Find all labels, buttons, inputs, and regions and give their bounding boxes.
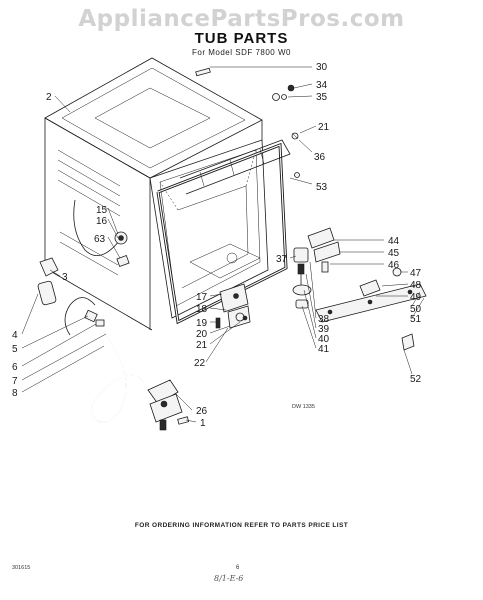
hose-assembly	[37, 280, 147, 423]
callout-50: 50	[410, 304, 422, 315]
callout-38: 38	[318, 314, 330, 325]
watermark-text: AppliancePartsPros.com	[78, 6, 405, 32]
lower-clamp-assembly	[147, 379, 190, 431]
callout-36: 36	[314, 152, 326, 163]
callout-21-top: 21	[318, 122, 330, 133]
right-brackets	[307, 227, 341, 273]
callout-21-bottom: 21	[196, 340, 208, 351]
door-gasket	[156, 142, 288, 325]
callout-20: 20	[196, 329, 208, 340]
model-subtitle: For Model SDF 7800 W0	[192, 48, 291, 57]
callout-8: 8	[12, 388, 18, 399]
callout-46: 46	[388, 260, 400, 271]
callout-48: 48	[410, 280, 422, 291]
callout-45: 45	[388, 248, 400, 259]
callout-39: 39	[318, 324, 330, 335]
callout-52: 52	[410, 374, 422, 385]
page-number: 6	[236, 565, 240, 571]
callout-5: 5	[12, 344, 18, 355]
callout-49: 49	[410, 292, 422, 303]
handwritten-note: 8/1-E-6	[214, 574, 244, 583]
callout-26: 26	[196, 406, 208, 417]
callout-4: 4	[12, 330, 18, 341]
callout-41: 41	[318, 344, 330, 355]
callout-44: 44	[388, 236, 400, 247]
callout-17: 17	[196, 292, 208, 303]
callout-3: 3	[62, 272, 68, 283]
drawing-reference: DW 1335	[292, 404, 315, 410]
callout-30: 30	[316, 62, 328, 73]
heater-assembly	[215, 283, 251, 329]
tub-body	[44, 57, 269, 331]
callout-labels: 30 34 35 2 21 36 53 15 16 63 3 44 45 46 …	[12, 62, 422, 429]
callout-51: 51	[410, 314, 422, 325]
callout-18: 18	[196, 304, 208, 315]
callout-35: 35	[316, 92, 328, 103]
callout-7: 7	[12, 376, 18, 387]
callout-15: 15	[96, 205, 108, 216]
leader-lines	[21, 66, 425, 423]
float-switch-parts	[292, 247, 312, 309]
callout-6: 6	[12, 362, 18, 373]
callout-37: 37	[276, 254, 288, 265]
callout-63: 63	[94, 234, 106, 245]
callout-16: 16	[96, 216, 108, 227]
callout-47: 47	[410, 268, 422, 279]
lower-spray-bar	[315, 267, 427, 351]
callout-34: 34	[316, 80, 328, 91]
left-side-parts	[39, 199, 130, 277]
page-id: 301615	[12, 565, 31, 571]
callout-53: 53	[316, 182, 328, 193]
page-title: TUB PARTS	[194, 30, 289, 47]
tub-trim-strip	[179, 139, 291, 195]
callout-1: 1	[200, 418, 206, 429]
callout-19: 19	[196, 318, 208, 329]
top-fasteners	[195, 67, 300, 178]
callout-2: 2	[46, 92, 52, 103]
callout-22: 22	[194, 358, 206, 369]
ordering-info-note: FOR ORDERING INFORMATION REFER TO PARTS …	[134, 522, 349, 529]
callout-40: 40	[318, 334, 330, 345]
